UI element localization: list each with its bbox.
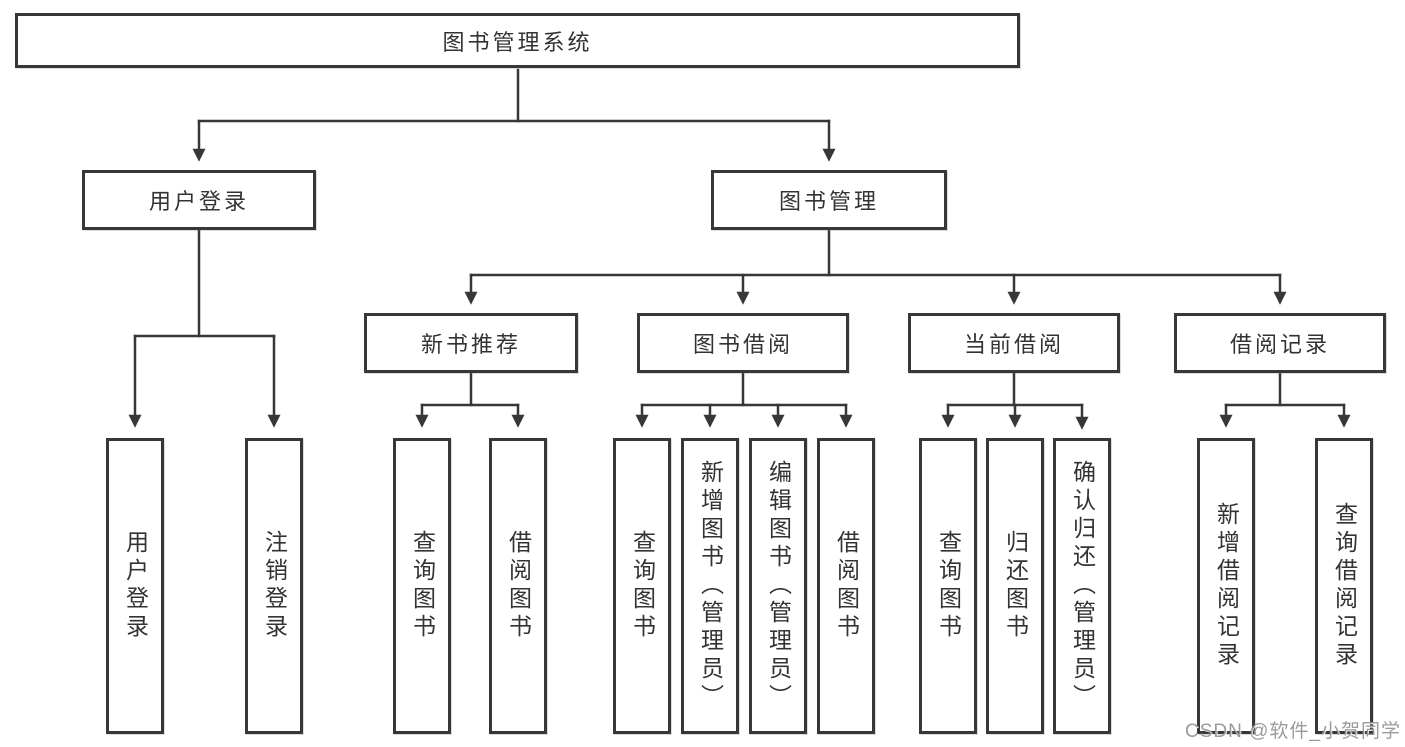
leaf-query-book-recommend: 查询图书: [393, 438, 451, 734]
node-user-login: 用户登录: [82, 170, 316, 230]
leaf-user-login: 用户登录: [106, 438, 164, 734]
leaf-confirm-return-admin: 确认归还（管理员）: [1053, 438, 1111, 734]
node-book-borrow: 图书借阅: [637, 313, 849, 373]
leaf-logout: 注销登录: [245, 438, 303, 734]
leaf-add-borrow-record: 新增借阅记录: [1197, 438, 1255, 734]
leaf-query-book-current: 查询图书: [919, 438, 977, 734]
csdn-watermark: CSDN @软件_小贺同学: [1185, 721, 1401, 742]
leaf-query-borrow-record: 查询借阅记录: [1315, 438, 1373, 734]
node-library-management-system: 图书管理系统: [15, 13, 1020, 68]
leaf-add-book-admin: 新增图书（管理员）: [681, 438, 739, 734]
leaf-return-book: 归还图书: [986, 438, 1044, 734]
node-new-book-recommend: 新书推荐: [364, 313, 578, 373]
leaf-query-book-borrow: 查询图书: [613, 438, 671, 734]
leaf-borrow-book: 借阅图书: [817, 438, 875, 734]
leaf-borrow-book-recommend: 借阅图书: [489, 438, 547, 734]
node-current-borrow: 当前借阅: [908, 313, 1120, 373]
node-book-management: 图书管理: [711, 170, 947, 230]
leaf-edit-book-admin: 编辑图书（管理员）: [749, 438, 807, 734]
node-borrow-records: 借阅记录: [1174, 313, 1386, 373]
